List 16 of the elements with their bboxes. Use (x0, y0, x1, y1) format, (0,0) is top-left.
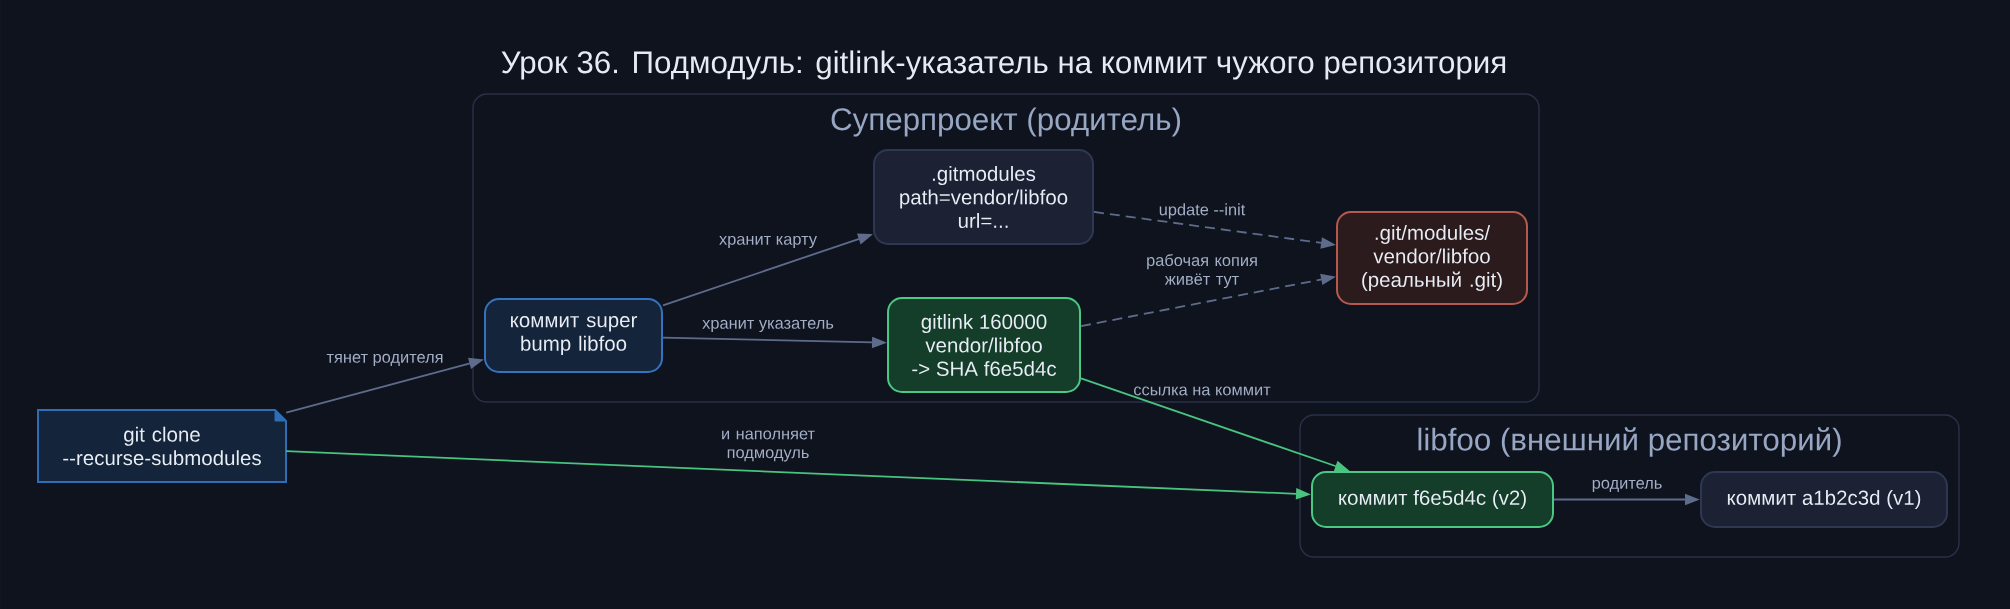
commit-box: коммит super bump libfoo (484, 298, 663, 373)
title: Урок 36. Подмодуль: gitlink-указатель на коммит чужого репозитория (501, 50, 1506, 80)
edge-label: update --init (1159, 203, 1246, 219)
edge-label: родитель (1592, 479, 1662, 493)
edge-label: ссылка на коммит (1134, 386, 1271, 396)
gitlink-box: gitlink 160000 vendor/libfoo -> SHA f6e5d4c (887, 297, 1081, 393)
edge-label: рабочая копия живёт тут (1147, 253, 1257, 289)
directory-box: .git/modules/ vendor/libfoo (реальный .git) (1336, 211, 1528, 305)
note-box: git clone --recurse-submodules (37, 409, 287, 483)
edge-label: тянет родителя (326, 353, 443, 367)
commit-box: коммит a1b2c3d (v1) (1700, 471, 1948, 528)
edge-label: и наполняет подмодуль (722, 430, 815, 462)
file-box: .gitmodules path=vendor/libfoo url=... (873, 149, 1094, 245)
commit-box: коммит f6e5d4c (v2) (1311, 471, 1554, 528)
edge-label: хранит карту (719, 235, 817, 249)
edge-label: хранит указатель (702, 319, 834, 333)
